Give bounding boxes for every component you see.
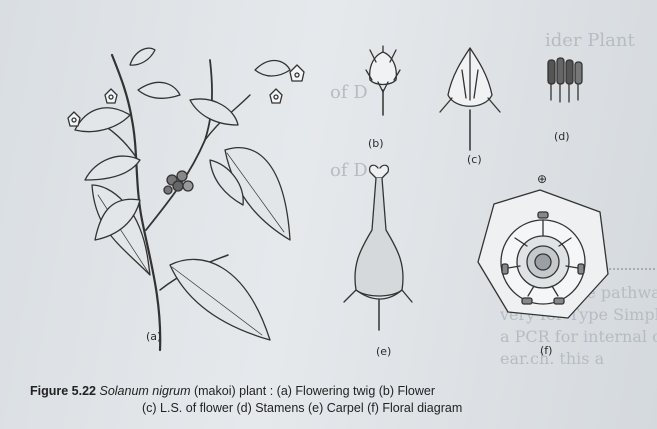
carpel-illustration: [344, 165, 412, 330]
label-c: (c): [467, 153, 482, 166]
figure-number: Figure 5.22: [30, 384, 96, 398]
caption-line-1: Figure 5.22 Solanum nigrum (makoi) plant…: [30, 383, 650, 400]
species-name: Solanum nigrum: [99, 384, 190, 398]
floral-diagram-illustration: [478, 190, 608, 318]
caption-line-1-text: (makoi) plant : (a) Flowering twig (b) F…: [194, 384, 435, 398]
flower-illustration: [366, 46, 400, 115]
label-f: (f): [540, 344, 552, 357]
figure-illustration: [0, 0, 657, 380]
label-a: (a): [146, 330, 161, 343]
stamens-illustration: [548, 58, 582, 102]
label-e: (e): [376, 345, 391, 358]
floral-formula-symbol: ⊕: [537, 172, 547, 186]
figure-caption: Figure 5.22 Solanum nigrum (makoi) plant…: [30, 383, 650, 417]
caption-line-2: (c) L.S. of flower (d) Stamens (e) Carpe…: [30, 400, 650, 417]
ls-flower-illustration: [440, 48, 500, 150]
label-d: (d): [554, 130, 570, 143]
label-b: (b): [368, 137, 384, 150]
flowering-twig-illustration: [68, 48, 304, 350]
